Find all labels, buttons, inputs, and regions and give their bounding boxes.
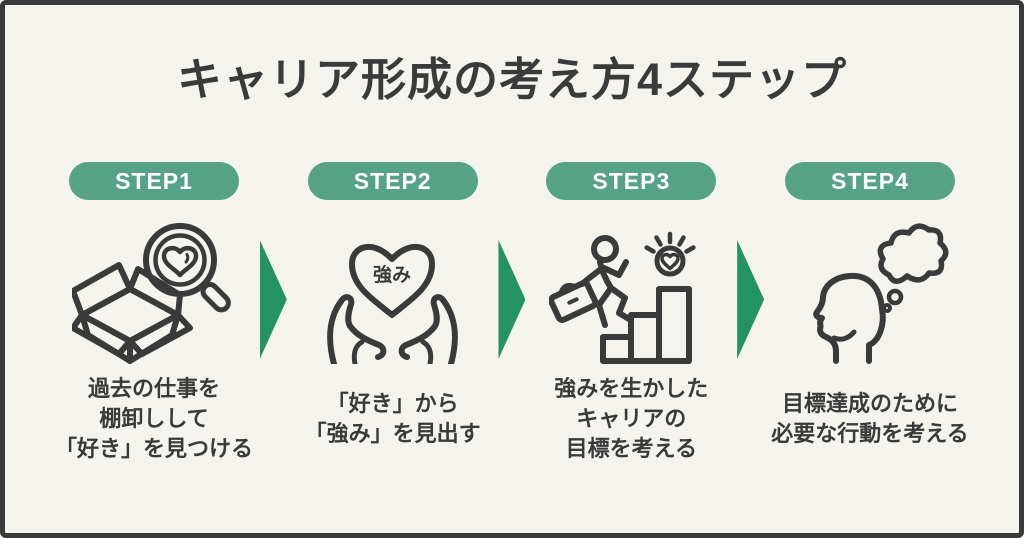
step-2-description: 「好き」から 「強み」を見出す	[304, 391, 481, 446]
step-4-badge: STEP4	[784, 162, 955, 200]
step-4-description: 目標達成のために 必要な行動を考える	[771, 391, 969, 446]
arrow-right-icon-2	[498, 240, 526, 359]
arrow-right-icon-3	[737, 240, 765, 359]
step-2-column: STEP2 強み 「好き」から 「強み」を見出す	[290, 162, 496, 468]
heart-strength-label: 強み	[373, 264, 411, 286]
step-1-badge: STEP1	[69, 162, 239, 200]
step-3-column: STEP3	[528, 162, 734, 468]
hands-holding-heart-icon: 強み	[310, 216, 475, 366]
step-1-description: 過去の仕事を 棚卸しして 「好き」を見つける	[54, 376, 253, 461]
arrow-right-icon-1	[259, 240, 287, 359]
thinking-head-icon	[787, 216, 952, 366]
step-2-badge: STEP2	[307, 162, 478, 200]
step-1-column: STEP1	[51, 162, 257, 468]
box-magnifier-heart-icon	[71, 216, 237, 366]
step-4-column: STEP4 目標達成のために 必要な行動を考える	[767, 162, 973, 468]
step-3-badge: STEP3	[546, 162, 717, 200]
page-title: キャリア形成の考え方4ステップ	[176, 54, 848, 105]
steps-row: STEP1	[5, 162, 1019, 468]
career-stairs-goal-icon	[548, 216, 714, 366]
step-3-description: 強みを生かした キャリアの 目標を考える	[554, 376, 709, 461]
